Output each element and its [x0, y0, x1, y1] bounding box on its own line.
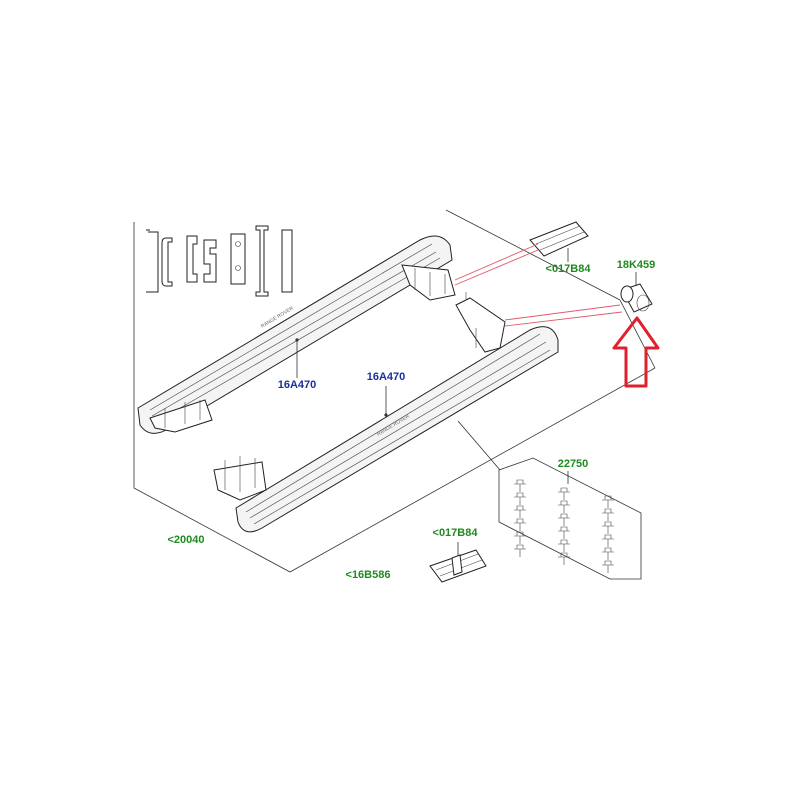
fastener-clip-icon [602, 508, 614, 521]
label-fastener-set: 22750 [558, 458, 589, 470]
fastener-clip-icon [602, 495, 614, 508]
fastener-clip-icon [602, 560, 614, 573]
clip-top-icon [529, 221, 589, 257]
fastener-clip-icon [514, 544, 526, 557]
fastener-clip-icon [514, 518, 526, 531]
fastener-clip-icon [558, 513, 570, 526]
fastener-clip-icon [602, 547, 614, 560]
bushing-icon [620, 283, 653, 313]
fastener-clip-icon [558, 500, 570, 513]
frame-outline [133, 209, 656, 573]
label-clip-top: <017B84 [546, 263, 592, 275]
label-kit: <20040 [167, 534, 204, 546]
label-step-right: 16A470 [367, 371, 406, 383]
highlight-arrow-icon [612, 316, 660, 388]
fastener-clip-icon [558, 487, 570, 500]
fastener-clip-icon [558, 526, 570, 539]
fastener-clip-icon [602, 521, 614, 534]
label-bottom-cut: <16B586 [346, 569, 391, 581]
bracket-kit-icon [146, 225, 293, 297]
fastener-clip-icon [514, 531, 526, 544]
fastener-panel [498, 457, 642, 580]
fastener-clip-icon [558, 552, 570, 565]
fastener-clip-icon [602, 534, 614, 547]
part-labels: <017B84 18K459 16A470 16A470 22750 <017B… [167, 259, 655, 581]
fastener-clip-icon [514, 479, 526, 492]
fastener-clip-icon [558, 539, 570, 552]
running-board-right: RANGE ROVER [213, 292, 559, 533]
fastener-clip-icon [514, 505, 526, 518]
label-bushing: 18K459 [617, 259, 656, 271]
clip-bottom-icon [429, 549, 487, 583]
label-step-left: 16A470 [278, 379, 317, 391]
label-clip-bottom: <017B84 [433, 527, 479, 539]
leader-lines [295, 243, 637, 556]
fastener-set-icon [514, 479, 614, 573]
fastener-clip-icon [514, 492, 526, 505]
